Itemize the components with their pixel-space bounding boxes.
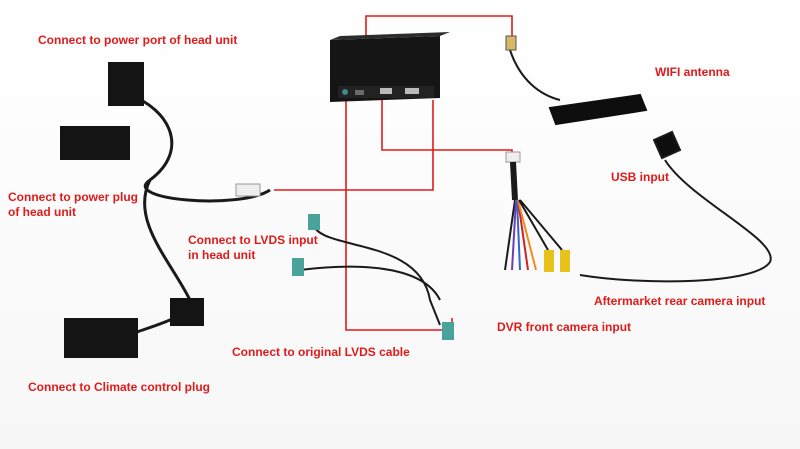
usb-video-line <box>381 100 513 165</box>
label-lvds-input-line1: Connect to LVDS input <box>188 233 318 247</box>
label-rear-camera: Aftermarket rear camera input <box>594 294 766 308</box>
label-power-port: Connect to power port of head unit <box>38 33 238 47</box>
label-lvds-input-line2: in head unit <box>188 248 256 262</box>
label-power-plug-line1: Connect to power plug <box>8 190 138 204</box>
lvds-cable <box>292 214 454 340</box>
usb-cable <box>579 130 772 283</box>
can-line <box>274 100 434 191</box>
interface-box <box>330 32 450 102</box>
label-power-plug-line2: of head unit <box>8 205 76 219</box>
label-dvr-front: DVR front camera input <box>497 320 632 334</box>
wifi-antenna <box>505 35 648 126</box>
label-original-lvds: Connect to original LVDS cable <box>232 345 410 359</box>
head-unit-harness <box>60 62 271 358</box>
camera-harness <box>504 151 570 272</box>
lvds-line <box>345 100 453 331</box>
label-climate: Connect to Climate control plug <box>28 380 210 394</box>
label-wifi: WIFI antenna <box>655 65 730 79</box>
wifi-line <box>365 15 513 46</box>
label-usb: USB input <box>611 170 669 184</box>
